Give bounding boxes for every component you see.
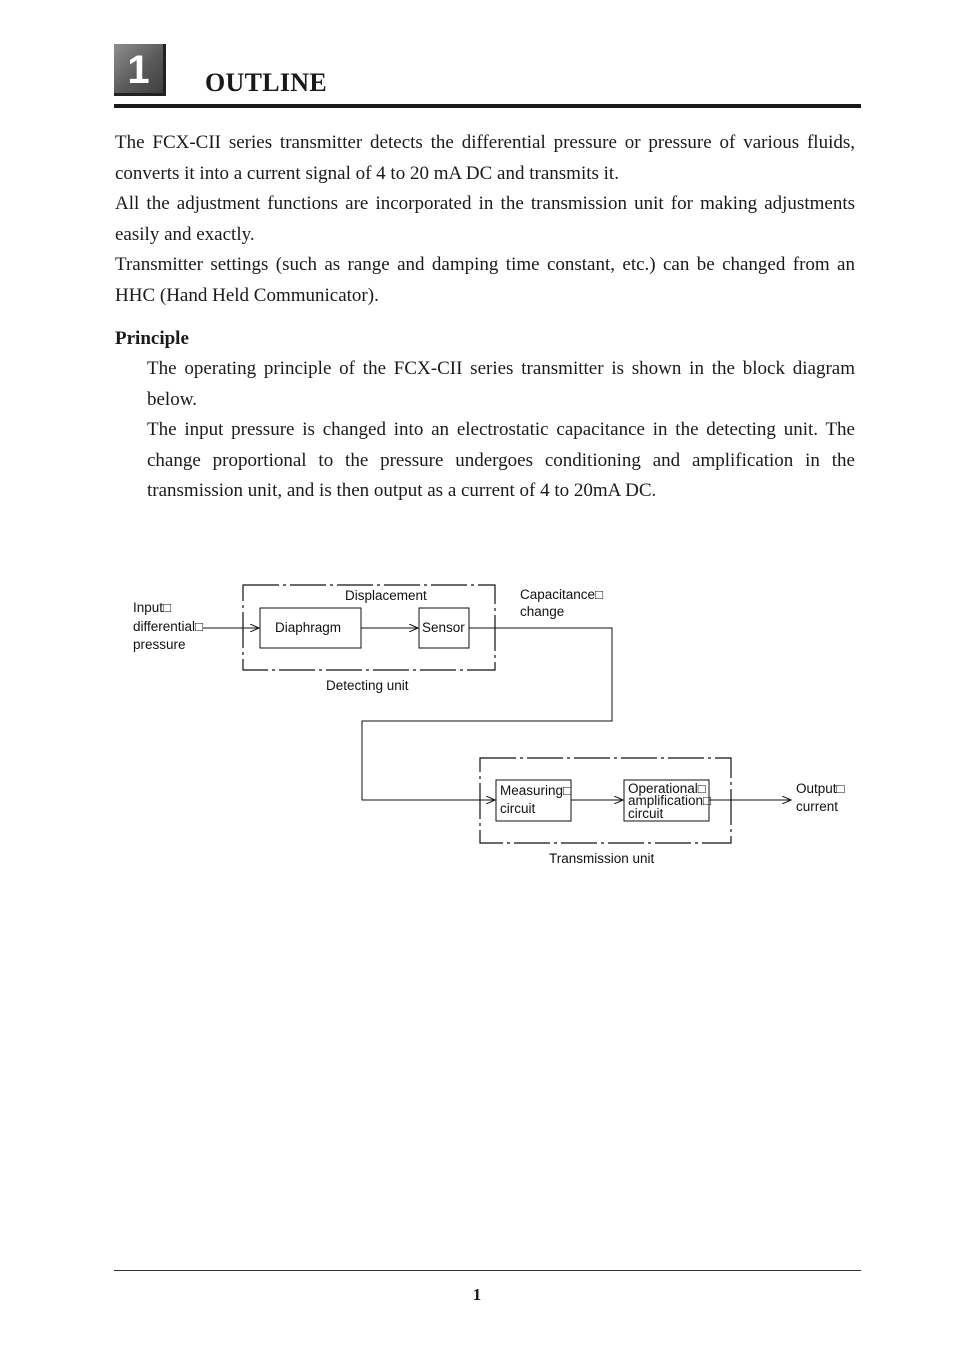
measuring-circuit-line-2: circuit — [500, 801, 536, 816]
measuring-circuit-line-1: Measuring□ — [500, 783, 571, 798]
title-rule — [114, 104, 861, 108]
footer-rule — [114, 1270, 861, 1271]
capacitance-connector — [361, 627, 613, 800]
input-label-line-1: Input□ — [133, 600, 171, 615]
transmission-unit-label: Transmission unit — [549, 851, 655, 866]
capacitance-label-line-2: change — [520, 604, 564, 619]
output-label: Output□ current — [796, 781, 848, 814]
principle-paragraph-1: The operating principle of the FCX-CII s… — [147, 358, 855, 410]
opamp-circuit-line-3: circuit — [628, 806, 664, 821]
opamp-circuit-box — [623, 779, 710, 822]
measuring-circuit-label: Measuring□ circuit — [500, 783, 575, 816]
intro-paragraph-2: All the adjustment functions are incorpo… — [115, 193, 855, 245]
output-label-line-1: Output□ — [796, 781, 845, 796]
intro-paragraph-1: The FCX-CII series transmitter detects t… — [115, 132, 855, 184]
measuring-circuit-box — [495, 779, 572, 822]
capacitance-label-line-1: Capacitance□ — [520, 587, 603, 602]
sensor-label: Sensor — [422, 620, 465, 635]
chapter-number-badge: 1 — [114, 44, 166, 96]
input-label: Input□ differential□ pressure — [133, 600, 207, 652]
principle-text: The operating principle of the FCX-CII s… — [147, 354, 855, 507]
displacement-label: Displacement — [345, 588, 427, 603]
opamp-circuit-line-1: Operational□ — [628, 781, 706, 796]
principle-heading: Principle — [115, 328, 189, 349]
input-label-line-2: differential□ — [133, 619, 203, 634]
intro-paragraph-3: Transmitter settings (such as range and … — [115, 254, 855, 306]
principle-paragraph-2: The input pressure is changed into an el… — [147, 419, 855, 501]
intro-text: The FCX-CII series transmitter detects t… — [115, 128, 855, 311]
input-label-line-3: pressure — [133, 637, 186, 652]
chapter-title: OUTLINE — [205, 68, 328, 97]
page-number: 1 — [472, 1285, 482, 1304]
opamp-circuit-line-2: amplification□ — [628, 793, 711, 808]
detecting-unit-label: Detecting unit — [326, 678, 409, 693]
opamp-circuit-label: Operational□ amplification□ circuit — [628, 781, 715, 821]
diaphragm-label: Diaphragm — [275, 620, 341, 635]
capacitance-label: Capacitance□ change — [520, 587, 607, 619]
output-label-line-2: current — [796, 799, 838, 814]
